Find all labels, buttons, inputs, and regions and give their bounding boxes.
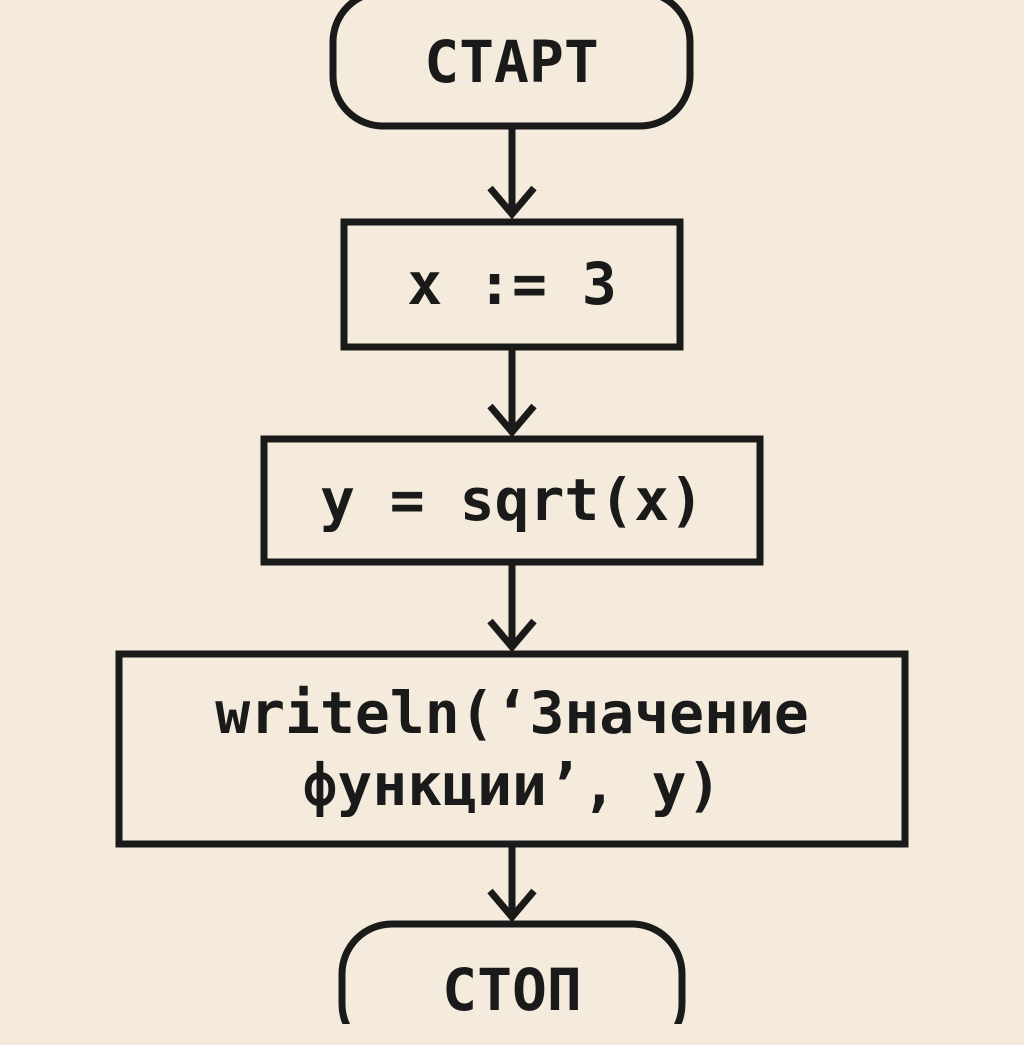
stop-label: СТОП xyxy=(442,955,582,1024)
output-line-2: функции’, y) xyxy=(302,751,722,819)
arrow-1 xyxy=(487,126,537,220)
flowchart-shapes xyxy=(115,0,909,1024)
step1-label: x := 3 xyxy=(407,250,617,319)
output-label: writeln(‘Значение функции’, y) xyxy=(119,654,905,844)
arrow-4 xyxy=(487,844,537,923)
step2-label: y = sqrt(x) xyxy=(319,466,705,535)
arrow-2 xyxy=(487,347,537,438)
output-line-1: writeln(‘Значение xyxy=(215,678,809,747)
start-label: СТАРТ xyxy=(424,27,599,96)
arrow-3 xyxy=(487,562,537,653)
stop-terminal xyxy=(338,920,686,1024)
